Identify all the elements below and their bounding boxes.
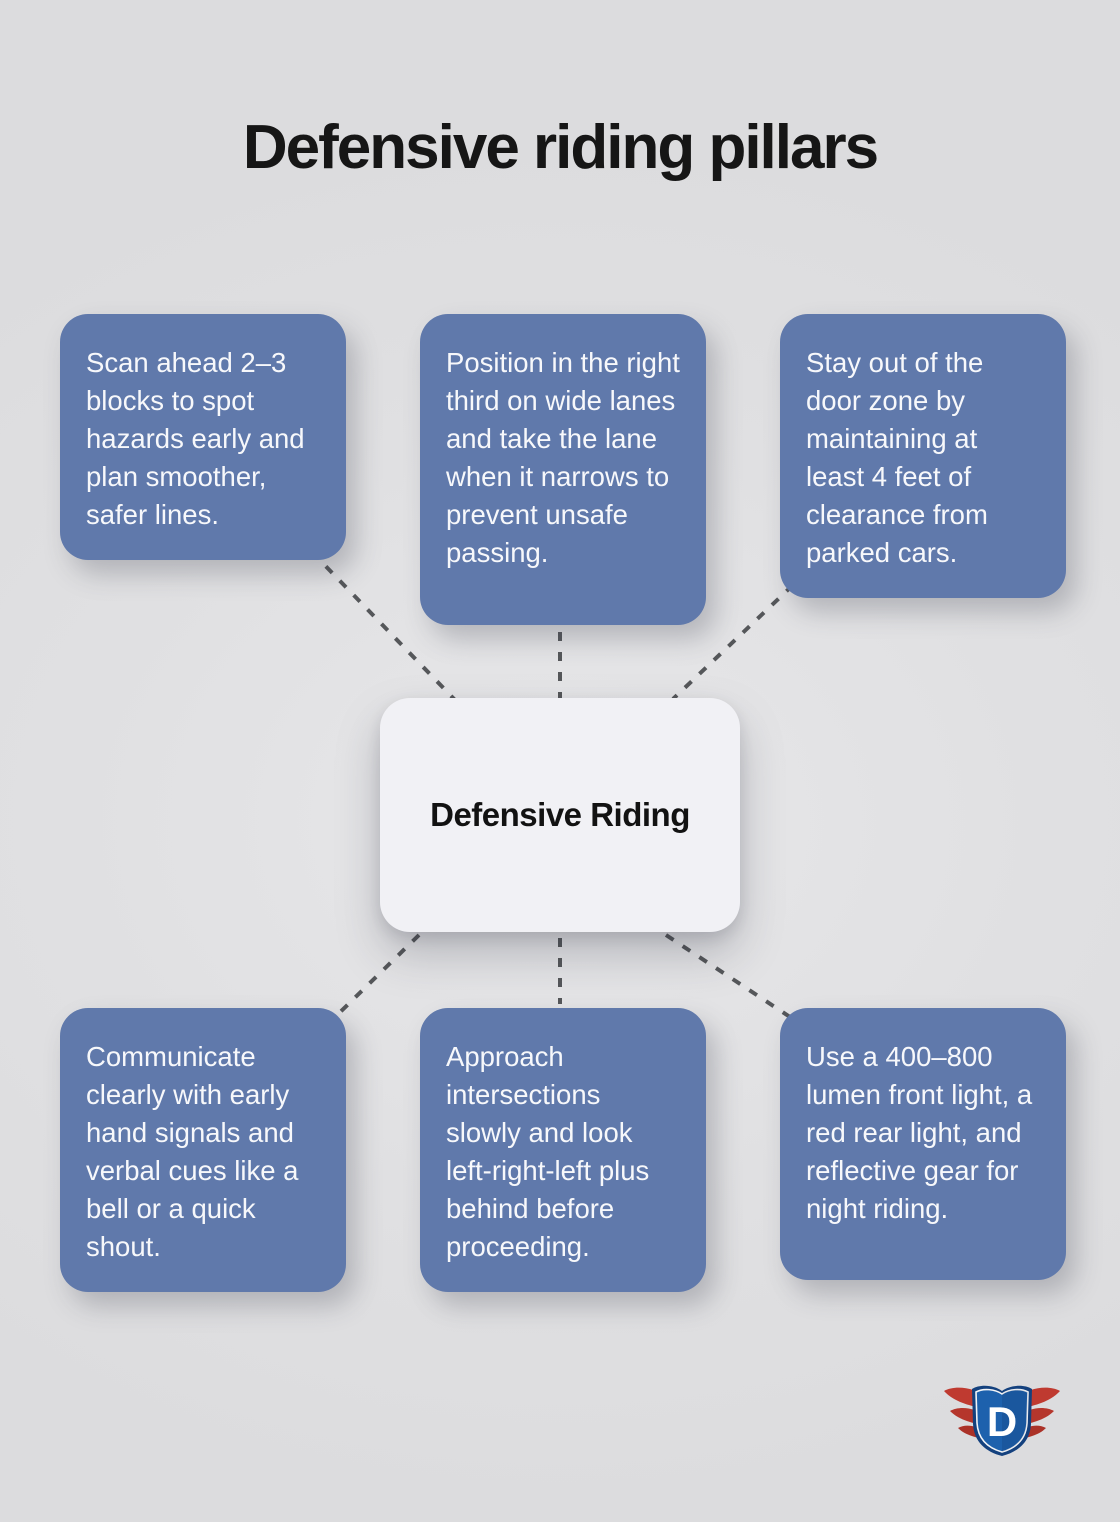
pillar-text-door-zone: Stay out of the door zone by maintaining… — [806, 347, 988, 568]
pillar-box-scan-ahead: Scan ahead 2–3 blocks to spot hazards ea… — [60, 314, 346, 560]
brand-logo: D — [944, 1385, 1060, 1456]
pillar-text-intersections: Approach intersections slowly and look l… — [446, 1041, 650, 1262]
center-node: Defensive Riding — [380, 698, 740, 932]
logo-letter: D — [987, 1398, 1017, 1445]
center-node-label: Defensive Riding — [430, 796, 690, 833]
pillar-text-night-lights: Use a 400–800 lumen front light, a red r… — [806, 1041, 1033, 1224]
pillar-text-lane-position: Position in the right third on wide lane… — [446, 347, 680, 568]
pillar-text-communicate: Communicate clearly with early hand sign… — [86, 1041, 299, 1262]
connector-line-communicate — [328, 933, 421, 1024]
logo-shield-icon: D — [972, 1385, 1032, 1456]
pillar-box-communicate: Communicate clearly with early hand sign… — [60, 1008, 346, 1292]
connector-line-night-lights — [664, 933, 792, 1019]
pillar-box-intersections: Approach intersections slowly and look l… — [420, 1008, 706, 1292]
page-title: Defensive riding pillars — [242, 113, 879, 182]
pillar-box-door-zone: Stay out of the door zone by maintaining… — [780, 314, 1066, 598]
pillar-box-lane-position: Position in the right third on wide lane… — [420, 314, 706, 625]
pillar-box-night-lights: Use a 400–800 lumen front light, a red r… — [780, 1008, 1066, 1280]
pillar-text-scan-ahead: Scan ahead 2–3 blocks to spot hazards ea… — [86, 347, 305, 530]
